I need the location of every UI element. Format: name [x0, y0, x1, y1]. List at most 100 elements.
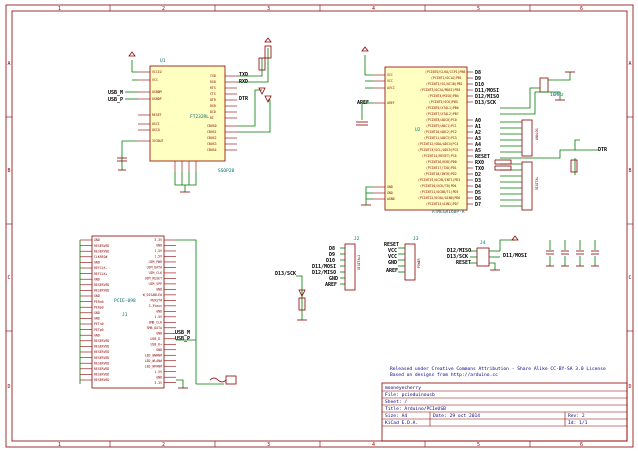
u2-pin-pb3: (PCINT3/OC2A/MOSI)PB3 — [420, 88, 460, 92]
j1-right-pin-label: LED_WLAN# — [145, 359, 162, 363]
u2-pin-pd6: (PCINT22/OC0A/AIN0)PD6 — [418, 196, 460, 200]
j1-left-pin-label: RESERVED — [94, 361, 109, 365]
col-label-5-bottom: 5 — [477, 442, 480, 448]
j1-left-pin-label: PERn0 — [94, 300, 104, 304]
row-label-d: D — [8, 384, 11, 390]
j1-left-pin-label: CLKREQ# — [94, 255, 108, 259]
u2-atmega[interactable]: ATMEGA168P-A U2 VCC VCC AVCC AREF GND GN… — [357, 66, 608, 215]
row-label-d-right: D — [629, 384, 632, 390]
u2-pin-avcc: AVCC — [387, 86, 395, 90]
u2-pin-pb0: (PCINT0/CLKO/ICP1)PB0 — [425, 70, 465, 74]
col-label-5: 5 — [477, 6, 480, 12]
row-label-b: B — [8, 168, 11, 174]
u1-pin-ri: RI — [210, 116, 214, 120]
j1-net-usb-m: USB_M — [175, 330, 190, 336]
j3-ref: J3 — [413, 236, 419, 242]
j2-digital2-header[interactable]: J2 DIGITAL2 D8 D9 D10 D11/MOSI D12/MISO … — [275, 236, 361, 291]
tb-tool: KiCad E.D.A. — [385, 420, 418, 426]
tb-size: Size: A4 — [385, 413, 407, 419]
u1-pin-usbdm: USBDM — [152, 90, 162, 94]
tb-rev: Rev: 2 — [568, 413, 585, 419]
u2-net-d11: D11/MOSI — [475, 88, 499, 94]
j1-right-pin-label: UIM_VPP — [149, 282, 163, 286]
u2-pin-pb2: (PCINT2/SS/OC1B)PB2 — [426, 82, 463, 86]
u1-footprint: SSOP28 — [218, 168, 235, 174]
j1-left-pin-label: REFCLK- — [94, 266, 108, 270]
row-label-c-right: C — [629, 275, 632, 281]
col-label-6-bottom: 6 — [580, 442, 583, 448]
j2-label: DIGITAL2 — [357, 255, 361, 270]
u2-net-a4: A4 — [475, 142, 481, 148]
j1-pcie-connector[interactable]: J1 PCIE-098 USB_M USB_P — [91, 235, 190, 389]
u1-pin-reset: RESET — [152, 113, 162, 117]
j2-net-d8: D8 — [329, 246, 335, 252]
j1-right-pin-label: GND — [156, 331, 162, 335]
j1-right-pin-label: 1.5V — [154, 255, 162, 259]
j1-left-pin-label: RESERVED — [94, 249, 109, 253]
j3-net-reset: RESET — [384, 242, 399, 248]
decoupling-caps — [546, 240, 599, 267]
crystal-16mhz — [539, 77, 549, 93]
j1-left-pin-label: REFCLK+ — [94, 272, 108, 276]
u2-pin-pd7: (PCINT23/AIN1)PD7 — [426, 202, 459, 206]
j3-power-header[interactable]: J3 POWER RESET VCC VCC GND AREF — [384, 236, 421, 281]
u1-pin-cbus4: CBUS4 — [207, 148, 217, 152]
col-label-6: 6 — [580, 6, 583, 12]
j1-left-pin-label: RESERVED — [94, 373, 109, 377]
j1-left-pin-label: PETn0 — [94, 322, 104, 326]
col-label-3: 3 — [267, 6, 270, 12]
u2-net-dtr: DTR — [598, 147, 608, 153]
u2-pin-pb4: (PCINT4/MISO)PB4 — [428, 94, 459, 98]
j1-right-pin-label: UIM_DATA — [147, 266, 162, 270]
u2-value: ATMEGA168P-A — [432, 209, 465, 215]
j1-right-pin-label: 1.5V — [154, 370, 162, 374]
u2-wiring — [356, 46, 598, 207]
col-label-4-bottom: 4 — [372, 442, 375, 448]
j1-right-pin-label: LED_WWAN# — [145, 353, 162, 357]
col-label-1: 1 — [58, 6, 61, 12]
u2-pin-pc4: (PCINT12/SDA/ADC4)PC4 — [418, 142, 458, 146]
row-label-a-right: A — [629, 61, 632, 67]
u1-pin-usbdp: USBDP — [152, 97, 162, 101]
u2-pin-vcc2: VCC — [387, 79, 393, 83]
j1-left-pin-label: RESERVED — [94, 350, 109, 354]
j2-ref: J2 — [354, 236, 360, 242]
j1-left-pin-label: RESERVED — [94, 289, 109, 293]
j1-right-pin-label: 3.3Vaux — [149, 304, 163, 308]
col-label-3-bottom: 3 — [267, 442, 270, 448]
j1-left-pin-label: GND — [94, 333, 100, 337]
digital-header — [521, 161, 533, 211]
u2-pin-gnd2: GND — [387, 191, 393, 195]
j4-ref: J4 — [480, 240, 486, 246]
u2-pin-pc3: (PCINT11/ADC3)PC3 — [424, 136, 457, 140]
j1-left-pin-label: RESERVED — [94, 378, 109, 382]
col-label-4: 4 — [372, 6, 375, 12]
license-note: Released under Creative Commons Attribut… — [390, 366, 606, 378]
u2-net-d2: D2 — [475, 172, 481, 178]
u2-pin-gnd1: GND — [387, 185, 393, 189]
u2-net-d9: D9 — [475, 76, 481, 82]
col-label-1-bottom: 1 — [58, 442, 61, 448]
j1-left-pin-label: GND — [94, 317, 100, 321]
u1-ft232rl[interactable]: U1 FT232RL SSOP28 VCCIO VCC USBDM USBDP … — [108, 58, 249, 174]
u1-pin-dtr: DTR — [210, 98, 216, 102]
j1-right-pin-label: PERST# — [150, 299, 162, 303]
j1-left-pin-label: RESERVED — [94, 356, 109, 360]
j3-net-vcc2: VCC — [388, 254, 397, 260]
j4-icsp-header[interactable]: J4 D12/MISO D13/SCK RESET D11/MOSI — [447, 240, 527, 267]
tb-company: mooneyecherry — [385, 385, 421, 391]
row-label-b-right: B — [629, 168, 632, 174]
j2-net-d12: D12/MISO — [312, 270, 336, 276]
j1-right-pin-label: UIM_RESET — [145, 277, 162, 281]
u2-pin-vcc1: VCC — [387, 73, 393, 77]
u2-net-a1: A1 — [475, 124, 481, 130]
j1-left-pin-label: RESERVED — [94, 244, 109, 248]
j1-right-pin-label: GND — [156, 375, 162, 379]
j2-net-gnd: GND — [329, 276, 338, 282]
u2-net-d8: D8 — [475, 70, 481, 76]
j2-wiring — [296, 247, 345, 321]
j1-right-pin-label: USB_D+ — [150, 342, 162, 346]
crystal-label: 16MHz — [550, 92, 564, 98]
j1-value: PCIE-098 — [114, 298, 136, 304]
u2-pin-pb6: (PCINT6/XTAL1)PB6 — [426, 106, 459, 110]
